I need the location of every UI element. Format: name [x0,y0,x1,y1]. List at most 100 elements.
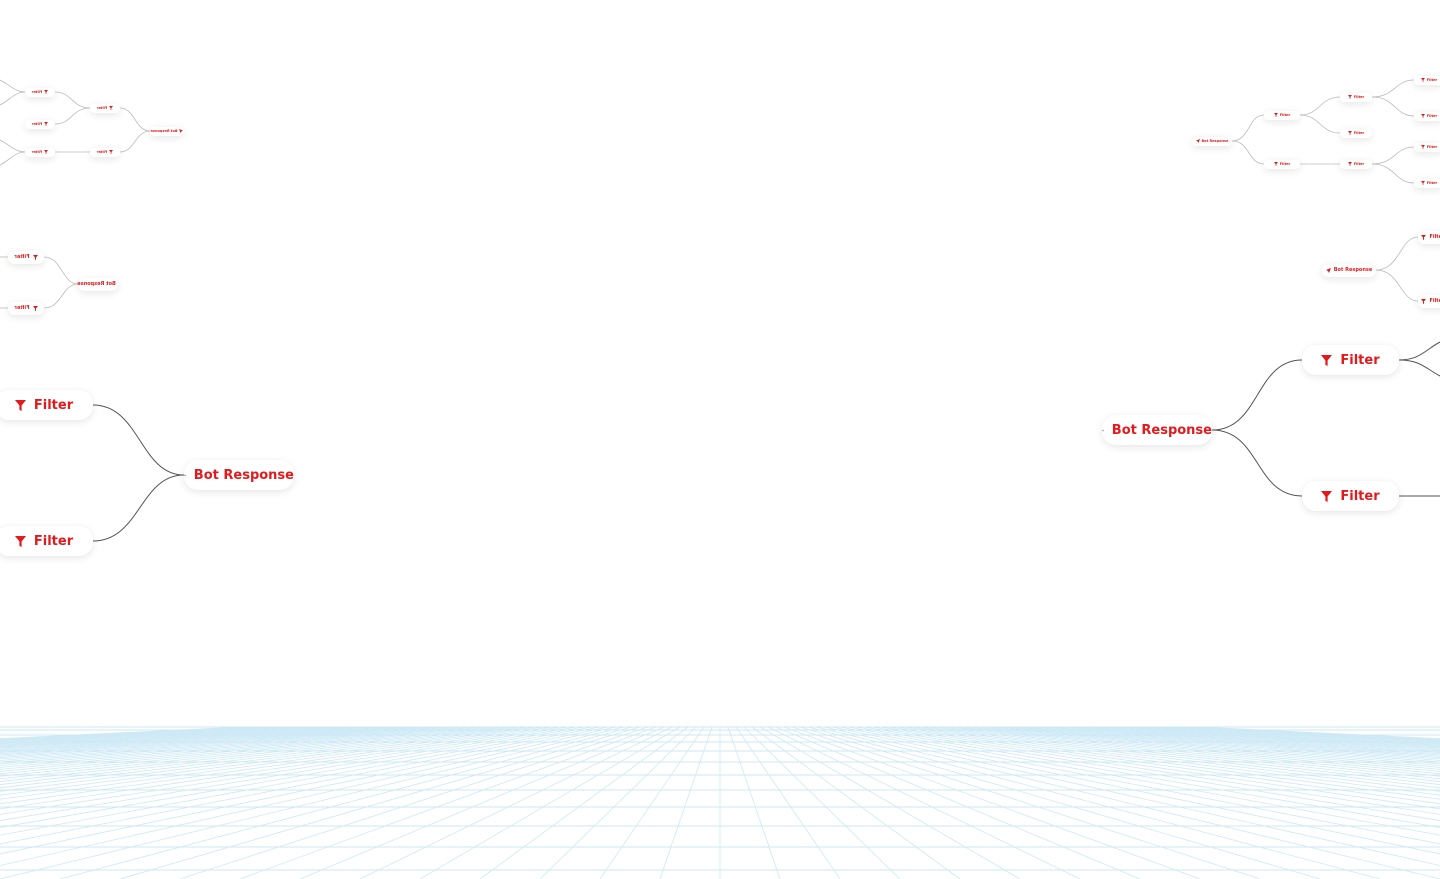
filter-node[interactable]: Filter [25,87,55,97]
grid-line [1063,726,1440,753]
grid-line [791,726,1261,879]
filter-node[interactable]: Filter [25,147,55,157]
node-label: Bot Response [1333,267,1373,273]
grid-line [951,726,1440,777]
send-icon [184,474,186,476]
node-label: Filter [1426,114,1438,118]
filter-icon [44,150,49,154]
filter-icon [1273,113,1278,117]
grid-line [831,726,1440,855]
node-label: Filter [33,533,74,549]
bot-response-node[interactable]: Bot Response [1192,136,1232,146]
filter-icon [32,254,38,260]
filter-node[interactable]: Filter [1414,178,1440,188]
filter-icon [14,535,26,547]
grid-line [959,726,1440,775]
grid-line [0,726,513,785]
grid-line [0,726,441,765]
filter-node[interactable]: Filter [1264,159,1300,169]
bot-response-node[interactable]: Bot Response [1322,263,1376,277]
grid-line [0,726,481,775]
grid-line [927,726,1440,785]
filter-node[interactable]: Filter [1264,110,1300,120]
filter-node[interactable]: Filter [0,390,93,420]
filter-icon [1347,131,1352,135]
node-label: Filter [1340,488,1380,504]
filter-node[interactable]: Filter [1414,75,1440,85]
grid-line [727,726,781,879]
grid-line [0,726,553,805]
filter-node[interactable]: Filter [1414,111,1440,121]
node-label: Filter [31,150,43,154]
filter-node[interactable]: Filter [1418,294,1440,308]
grid-line [911,726,1440,792]
node-label: Filter [1353,162,1365,166]
filter-node[interactable]: Filter [1302,481,1399,511]
filter-node[interactable]: Filter [1340,159,1372,169]
grid-line [0,726,505,782]
filter-node[interactable]: Filter [25,119,55,129]
grid-line [0,726,473,772]
grid-line [751,726,961,879]
grid-line [983,726,1440,768]
filter-node[interactable]: Filter [1340,128,1372,138]
filter-node[interactable]: Filter [1340,92,1372,102]
filter-node[interactable]: Filter [0,526,93,556]
grid-line [975,726,1440,770]
bot-response-node[interactable]: Bot Response [1102,415,1212,445]
filter-node[interactable]: Filter [1414,142,1440,152]
grid-line [239,726,657,879]
grid-line [0,726,593,836]
filter-node[interactable]: Filter [8,301,44,315]
grid-line [879,726,1440,810]
grid-line [359,726,673,879]
node-label: Filter [33,397,74,413]
grid-line [299,726,665,879]
grid-line [0,726,489,777]
grid-line [179,726,649,879]
bot-response-node[interactable]: Bot Response [184,460,294,490]
grid-line [935,726,1440,782]
filter-icon [44,90,49,94]
grid-line [895,726,1440,800]
node-label: Filter [1279,162,1291,166]
node-label: Bot Response [193,467,294,483]
filter-icon [1420,78,1425,82]
grid-line [1015,726,1440,761]
grid-line [0,726,561,810]
filter-icon [1321,354,1333,366]
node-label: Bot Response [150,129,178,133]
filter-node[interactable]: Filter [8,250,44,264]
node-label: Bot Response [1111,422,1212,438]
grid-line [1007,726,1440,763]
grid-line [823,726,1440,866]
grid-line [0,726,601,845]
grid-line [871,726,1440,815]
grid-line [839,726,1440,845]
filter-node[interactable]: Filter [1418,230,1440,244]
grid-line [599,726,705,879]
filter-icon [1420,145,1425,149]
filter-node[interactable]: Filter [90,103,120,113]
node-label: Filter [1353,131,1365,135]
grid-line [735,726,841,879]
filter-icon [1347,95,1352,99]
grid-line [0,726,537,796]
grid-line [847,726,1440,836]
grid-line [807,726,1381,879]
grid-line [943,726,1440,780]
node-label: Filter [1429,234,1440,240]
filter-node[interactable]: Filter [1302,345,1399,375]
grid-line [539,726,697,879]
bot-response-node[interactable]: Bot Response [77,277,118,291]
filter-icon [1321,490,1333,502]
send-icon [1102,429,1104,431]
filter-node[interactable]: Filter [90,147,120,157]
node-label: Filter [1426,78,1438,82]
grid-line [0,726,377,753]
grid-line [783,726,1201,879]
bot-response-node[interactable]: Bot Response [150,126,184,136]
edges-small [0,79,1419,309]
